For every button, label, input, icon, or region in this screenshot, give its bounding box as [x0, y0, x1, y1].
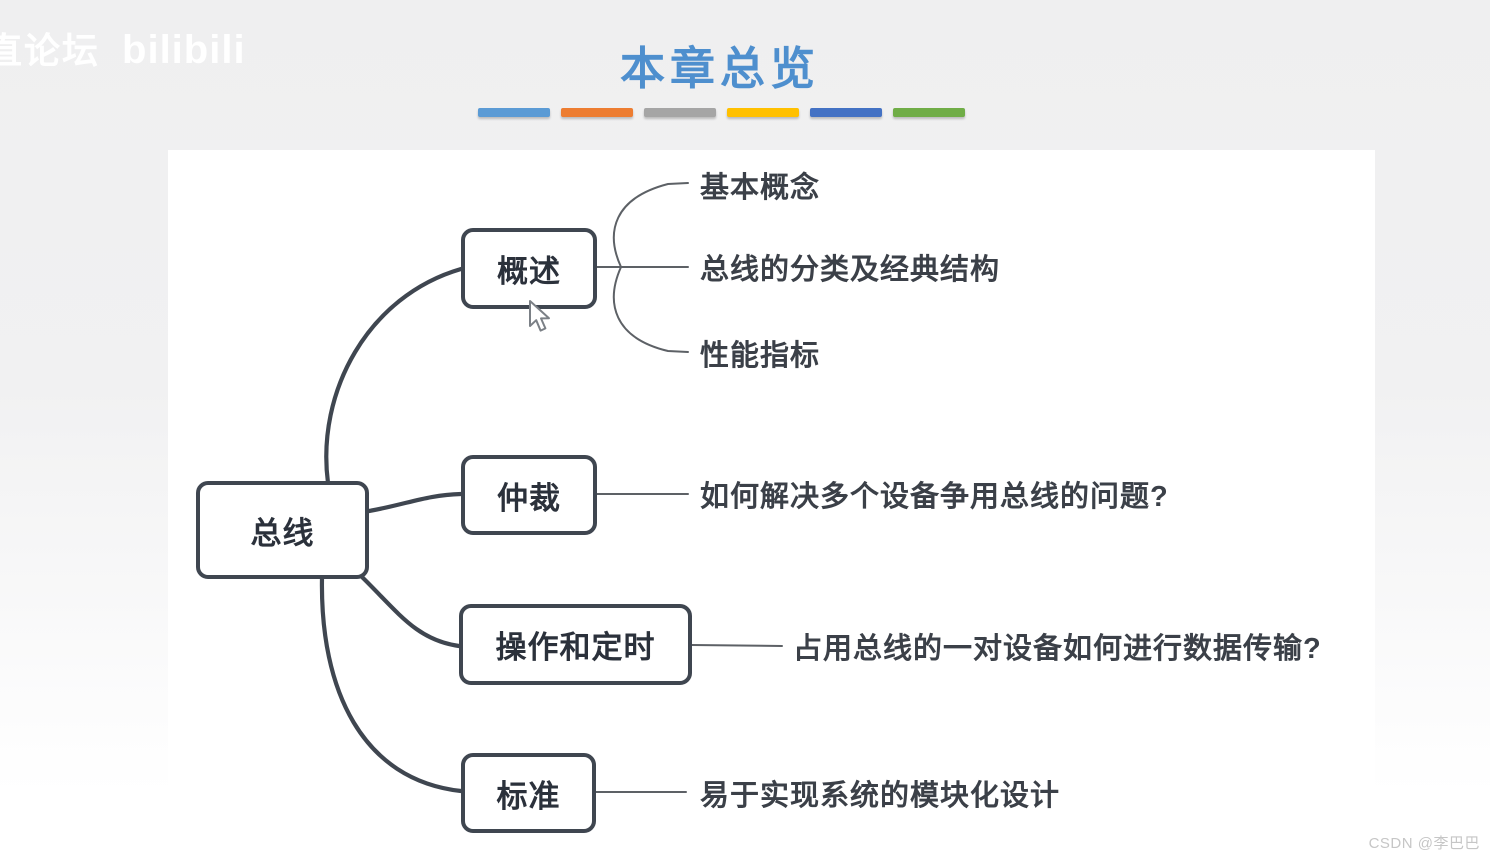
- mindmap-node-standard: 标准: [461, 753, 596, 833]
- accent-bar: [810, 108, 882, 117]
- leaf-bus-classification: 总线的分类及经典结构: [700, 254, 1001, 286]
- bilibili-logo: bilibili: [122, 27, 246, 72]
- forum-watermark-text: 直论坛: [0, 30, 101, 71]
- mindmap-root-node: 总线: [196, 481, 369, 579]
- accent-bar-row: [478, 108, 965, 118]
- leaf-arbitration-question: 如何解决多个设备争用总线的问题?: [700, 481, 1169, 513]
- accent-bar: [727, 108, 799, 117]
- top-left-watermark: 直论坛 bilibili: [0, 18, 246, 78]
- leaf-performance-metrics: 性能指标: [700, 340, 821, 372]
- accent-bar: [644, 108, 716, 117]
- leaf-operation-question: 占用总线的一对设备如何进行数据传输?: [793, 633, 1322, 665]
- accent-bar: [478, 108, 550, 117]
- csdn-watermark: CSDN @李巴巴: [1368, 835, 1480, 852]
- leaf-basic-concepts: 基本概念: [700, 172, 821, 204]
- mindmap-node-overview: 概述: [461, 228, 597, 309]
- accent-bar: [561, 108, 633, 117]
- mindmap-node-arbitration: 仲裁: [461, 455, 597, 535]
- page-title: 本章总览: [619, 42, 820, 95]
- accent-bar: [893, 108, 965, 117]
- leaf-standard-benefit: 易于实现系统的模块化设计: [700, 780, 1061, 812]
- mindmap-node-operation: 操作和定时: [459, 604, 692, 685]
